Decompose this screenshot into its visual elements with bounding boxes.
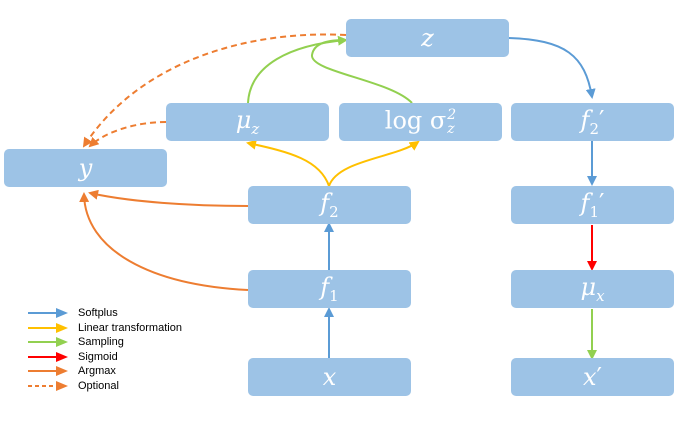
mu-z-base: μ — [235, 105, 252, 134]
node-f2-prime-label: f2′ — [581, 108, 605, 137]
node-mu-z-label: μz — [236, 108, 260, 137]
legend-label-softplus: Softplus — [78, 307, 118, 319]
legend-swatch-softplus — [28, 308, 68, 318]
edge-logsigma-to-z — [311, 39, 413, 104]
node-x-prime-label: x′ — [583, 365, 602, 389]
f2-base: f — [320, 188, 330, 217]
edge-f1-to-y — [79, 192, 249, 291]
edge-muz-to-y-optional — [88, 121, 167, 148]
legend-item-sampling: Sampling — [26, 335, 216, 350]
legend-item-argmax: Argmax — [26, 364, 216, 379]
log-sigma-base: log σ — [384, 106, 447, 135]
legend-label-optional: Optional — [78, 379, 119, 392]
f1-prime-mark: ′ — [598, 188, 605, 217]
node-f1: f1 — [248, 270, 411, 308]
f1-sub: 1 — [329, 286, 339, 305]
legend-swatch-sigmoid — [28, 351, 68, 362]
log-sigma-sup: 2 — [447, 107, 457, 123]
edge-f2-to-logsigma — [328, 140, 420, 187]
x-prime-base: x — [583, 363, 597, 391]
legend-item-softplus: Softplus — [26, 306, 216, 321]
mu-z-sub: z — [251, 119, 260, 138]
node-f2: f2 — [248, 186, 411, 224]
f2-prime-sub: 2 — [589, 119, 599, 138]
node-z-label: z — [421, 24, 434, 52]
node-z: z — [346, 19, 509, 57]
node-mu-x-label: μx — [580, 275, 604, 304]
f1-base: f — [320, 272, 330, 301]
f1-prime-sub: 1 — [589, 202, 599, 221]
f2-prime-base: f — [580, 105, 590, 134]
edge-f2-to-y — [88, 189, 249, 207]
node-x-prime: x′ — [511, 358, 674, 396]
legend-label-argmax: Argmax — [78, 365, 116, 378]
f2-sub: 2 — [329, 202, 339, 221]
f1-prime-base: f — [580, 188, 590, 217]
node-x-label: x — [322, 363, 337, 391]
node-x: x — [248, 358, 411, 396]
x-prime-mark: ′ — [596, 363, 602, 391]
legend-label-sigmoid: Sigmoid — [78, 350, 118, 363]
node-f1-prime: f1′ — [511, 186, 674, 224]
f2-prime-mark: ′ — [598, 105, 605, 134]
edge-f2-to-muz — [246, 139, 330, 187]
mu-x-base: μ — [580, 272, 597, 301]
legend-item-optional: Optional — [26, 379, 216, 394]
legend-label-linear: Linear transformation — [78, 321, 182, 334]
node-y: y — [4, 149, 167, 187]
legend-item-sigmoid: Sigmoid — [26, 350, 216, 365]
node-f1-prime-label: f1′ — [581, 191, 605, 220]
node-mu-z: μz — [166, 103, 329, 141]
node-f2-prime: f2′ — [511, 103, 674, 141]
node-f1-label: f1 — [320, 275, 338, 304]
legend-swatch-argmax — [28, 366, 68, 377]
legend-swatch-sampling — [28, 337, 68, 348]
legend-label-sampling: Sampling — [78, 336, 124, 349]
node-mu-x: μx — [511, 270, 674, 308]
edge-muz-to-z — [247, 35, 348, 104]
legend: Softplus Linear transformation Sampling … — [26, 306, 216, 394]
legend-swatch-linear — [28, 322, 68, 333]
node-f2-label: f2 — [320, 191, 338, 220]
edge-z-to-f2prime — [508, 37, 596, 99]
node-y-label: y — [78, 154, 93, 182]
legend-item-linear: Linear transformation — [26, 321, 216, 336]
log-sigma-sub: z — [447, 121, 455, 137]
legend-swatch-optional — [28, 380, 68, 391]
mu-x-sub: x — [596, 286, 605, 305]
